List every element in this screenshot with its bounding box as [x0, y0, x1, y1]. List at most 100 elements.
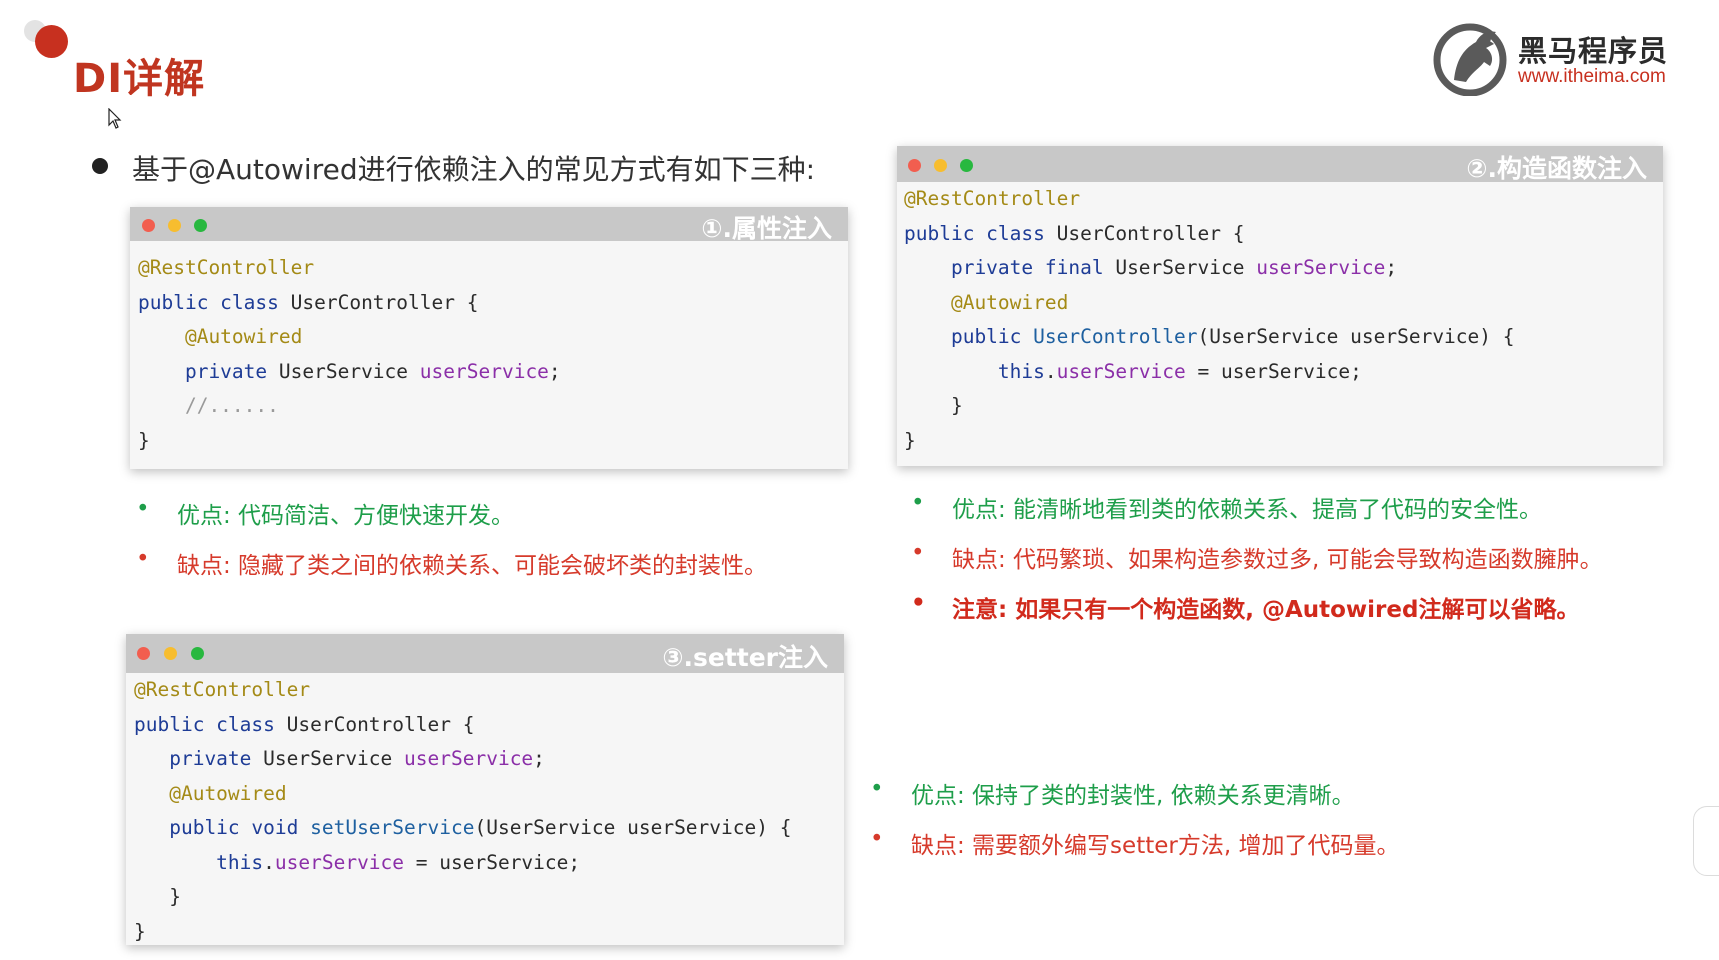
- code-line: public class UserController {: [138, 286, 848, 321]
- code-token: UserService: [263, 747, 405, 770]
- cons-item: •缺点: 需要额外编写setter方法, 增加了代码量。: [870, 826, 1400, 859]
- pros-item: •优点: 代码简洁、方便快速开发。: [136, 496, 515, 529]
- code-token: (UserService userService) {: [1197, 325, 1515, 348]
- window-titlebar: ①.属性注入: [130, 207, 848, 243]
- card-title: ③.setter注入: [662, 643, 828, 672]
- minimize-dot-icon: [164, 647, 177, 660]
- code-line: this.userService = userService;: [904, 355, 1663, 390]
- maximize-dot-icon: [191, 647, 204, 660]
- code-token: userService: [404, 747, 534, 770]
- code-block: @RestController public class UserControll…: [130, 241, 848, 458]
- code-line: }: [904, 424, 1663, 459]
- pros-item: •优点: 能清晰地看到类的依赖关系、提高了代码的安全性。: [911, 490, 1543, 523]
- card-title: ①.属性注入: [701, 214, 832, 243]
- code-token: = userService;: [1185, 359, 1362, 383]
- code-line: }: [134, 915, 844, 950]
- pros-item: •优点: 保持了类的封装性, 依赖关系更清晰。: [870, 776, 1355, 809]
- code-token: @Autowired: [138, 325, 303, 348]
- code-token: .: [1044, 359, 1057, 383]
- code-line: private UserService userService;: [134, 742, 844, 777]
- window-titlebar: ②.构造函数注入: [897, 146, 1663, 183]
- code-token: userService: [274, 850, 405, 874]
- code-block: @RestController public class UserControll…: [126, 673, 844, 949]
- code-token: userService: [1256, 256, 1386, 279]
- close-dot-icon: [908, 159, 921, 172]
- code-line: }: [134, 880, 844, 915]
- code-line: public class UserController {: [134, 708, 844, 743]
- code-token: ;: [548, 359, 561, 383]
- code-token: UserService: [1115, 256, 1257, 279]
- constructor-injection-points: •优点: 能清晰地看到类的依赖关系、提高了代码的安全性。 •缺点: 代码繁琐、如…: [911, 490, 1603, 640]
- code-token: }: [138, 428, 150, 452]
- code-line: @RestController: [134, 673, 844, 708]
- code-line: @RestController: [138, 251, 848, 286]
- title-accent-dot: [35, 25, 68, 58]
- field-injection-points: •优点: 代码简洁、方便快速开发。 •缺点: 隐藏了类之间的依赖关系、可能会破坏…: [136, 496, 768, 596]
- close-dot-icon: [137, 647, 150, 660]
- code-token: public void: [134, 816, 311, 839]
- mouse-cursor-icon: [108, 108, 122, 129]
- code-token: userService: [1056, 359, 1186, 383]
- code-token: UserController: [1033, 325, 1198, 348]
- code-line: @RestController: [904, 182, 1663, 217]
- code-token: UserService: [278, 359, 420, 383]
- code-token: }: [134, 919, 146, 943]
- code-token: UserController {: [286, 712, 475, 736]
- minimize-dot-icon: [168, 219, 181, 232]
- code-line: }: [138, 424, 848, 459]
- cons-item: •缺点: 代码繁琐、如果构造参数过多, 可能会导致构造函数臃肿。: [911, 540, 1603, 573]
- code-token: (UserService userService) {: [474, 816, 792, 839]
- window-titlebar: ③.setter注入: [126, 634, 844, 673]
- code-token: UserController {: [1056, 221, 1245, 245]
- code-token: public class: [138, 290, 291, 314]
- code-token: private final: [904, 256, 1116, 279]
- brand-url: www.itheima.com: [1518, 66, 1666, 87]
- code-token: setUserService: [310, 816, 475, 839]
- horse-logo-icon: [1433, 23, 1507, 96]
- code-token: @RestController: [134, 678, 311, 701]
- code-token: //......: [138, 394, 279, 417]
- code-line: this.userService = userService;: [134, 846, 844, 881]
- setter-injection-points: •优点: 保持了类的封装性, 依赖关系更清晰。 •缺点: 需要额外编写sette…: [870, 776, 1400, 876]
- bullet-icon: [92, 158, 108, 174]
- code-line: //......: [138, 389, 848, 424]
- close-dot-icon: [142, 219, 155, 232]
- intro-text: 基于@Autowired进行依赖注入的常见方式有如下三种:: [132, 153, 816, 186]
- code-token: }: [904, 428, 916, 452]
- code-token: = userService;: [404, 850, 581, 874]
- code-line: @Autowired: [138, 320, 848, 355]
- code-line: public void setUserService(UserService u…: [134, 811, 844, 846]
- code-token: public: [904, 325, 1034, 348]
- code-token: public class: [134, 712, 287, 736]
- code-line: @Autowired: [904, 286, 1663, 321]
- code-line: private UserService userService;: [138, 355, 848, 390]
- code-line: public class UserController {: [904, 217, 1663, 252]
- maximize-dot-icon: [194, 219, 207, 232]
- page-title: DI详解: [73, 56, 206, 102]
- code-token: public class: [904, 221, 1057, 245]
- code-token: UserController {: [290, 290, 479, 314]
- code-token: @Autowired: [904, 290, 1069, 314]
- side-panel-handle[interactable]: [1693, 806, 1719, 876]
- code-token: userService: [419, 359, 549, 383]
- code-token: @RestController: [138, 256, 315, 279]
- code-token: .: [263, 850, 275, 874]
- code-token: private: [134, 747, 264, 770]
- code-line: private final UserService userService;: [904, 251, 1663, 286]
- code-token: }: [134, 885, 181, 908]
- brand-logo: 黑马程序员 www.itheima.com: [1432, 20, 1702, 96]
- intro-line: 基于@Autowired进行依赖注入的常见方式有如下三种:: [92, 148, 815, 188]
- code-token: this: [134, 850, 264, 874]
- cons-item: •缺点: 隐藏了类之间的依赖关系、可能会破坏类的封装性。: [136, 546, 768, 579]
- code-token: this: [904, 359, 1045, 383]
- code-token: @Autowired: [134, 781, 287, 805]
- minimize-dot-icon: [934, 159, 947, 172]
- code-token: ;: [533, 747, 545, 770]
- brand-name: 黑马程序员: [1518, 34, 1669, 68]
- note-item: •注意: 如果只有一个构造函数, @Autowired注解可以省略。: [911, 590, 1580, 623]
- code-card-setter-injection: ③.setter注入 @RestController public class U…: [126, 634, 844, 945]
- code-token: ;: [1385, 256, 1398, 279]
- code-token: private: [138, 359, 279, 383]
